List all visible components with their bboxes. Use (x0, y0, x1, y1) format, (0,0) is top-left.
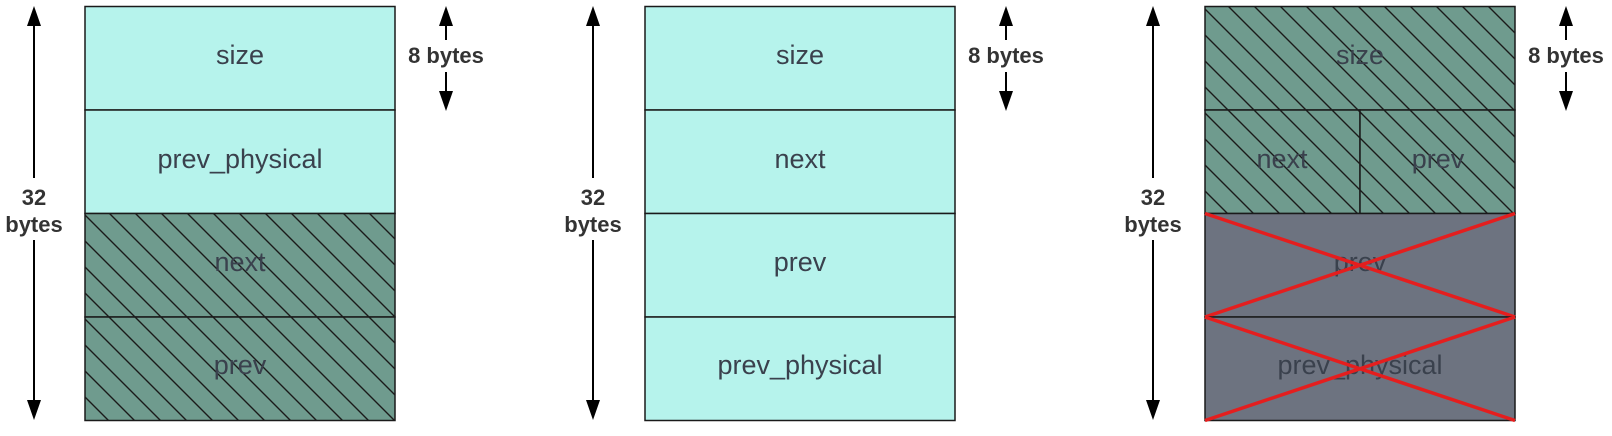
field-prev-physical: prev_physical (644, 316, 956, 422)
field-size-label: 8 bytes (1528, 43, 1604, 68)
field-size: size (84, 5, 396, 111)
field-label: next (774, 144, 826, 174)
field-label: prev_physical (1277, 350, 1442, 380)
field-label: prev (1412, 144, 1465, 174)
field-label: prev (214, 350, 267, 380)
field-prev-invalid: prev (1204, 211, 1516, 319)
field-prev-physical-invalid: prev_physical (1204, 315, 1516, 423)
field-label: prev_physical (717, 350, 882, 380)
field-prev: prev (84, 316, 396, 422)
field-size-label: 8 bytes (408, 43, 484, 68)
total-size-label: 32 (1141, 185, 1165, 210)
field-prev-half: prev (1359, 109, 1516, 215)
total-size-dimension: 32 bytes (5, 6, 63, 420)
field-size: size (644, 5, 956, 111)
field-prev-physical: prev_physical (84, 109, 396, 215)
field-label: size (776, 40, 824, 70)
field-label: next (214, 247, 266, 277)
field-next: next (84, 212, 396, 318)
field-label: size (216, 40, 264, 70)
field-next: next (644, 109, 956, 215)
cross-out-mark (1204, 211, 1516, 319)
total-size-unit-label: bytes (564, 212, 621, 237)
total-size-dimension: 32 bytes (564, 6, 622, 420)
layout-3: 32 bytes size next prev prev prev_physic… (1124, 5, 1604, 423)
total-size-unit-label: bytes (5, 212, 62, 237)
cross-out-mark (1204, 315, 1516, 423)
field-label: next (1256, 144, 1308, 174)
total-size-unit-label: bytes (1124, 212, 1181, 237)
field-prev: prev (644, 212, 956, 318)
field-label: prev (774, 247, 827, 277)
layout-2: 32 bytes size next prev prev_physical 8 … (564, 5, 1044, 422)
field-label: prev_physical (157, 144, 322, 174)
field-next-half: next (1204, 109, 1361, 215)
layout-1: 32 bytes size prev_physical next prev 8 … (5, 5, 484, 422)
total-size-label: 32 (22, 185, 46, 210)
field-size-label: 8 bytes (968, 43, 1044, 68)
total-size-label: 32 (581, 185, 605, 210)
field-label: size (1336, 40, 1384, 70)
field-size-dimension: 8 bytes (1528, 6, 1604, 111)
field-size: size (1204, 5, 1516, 111)
field-size-dimension: 8 bytes (408, 6, 484, 111)
total-size-dimension: 32 bytes (1124, 6, 1182, 420)
field-size-dimension: 8 bytes (968, 6, 1044, 111)
